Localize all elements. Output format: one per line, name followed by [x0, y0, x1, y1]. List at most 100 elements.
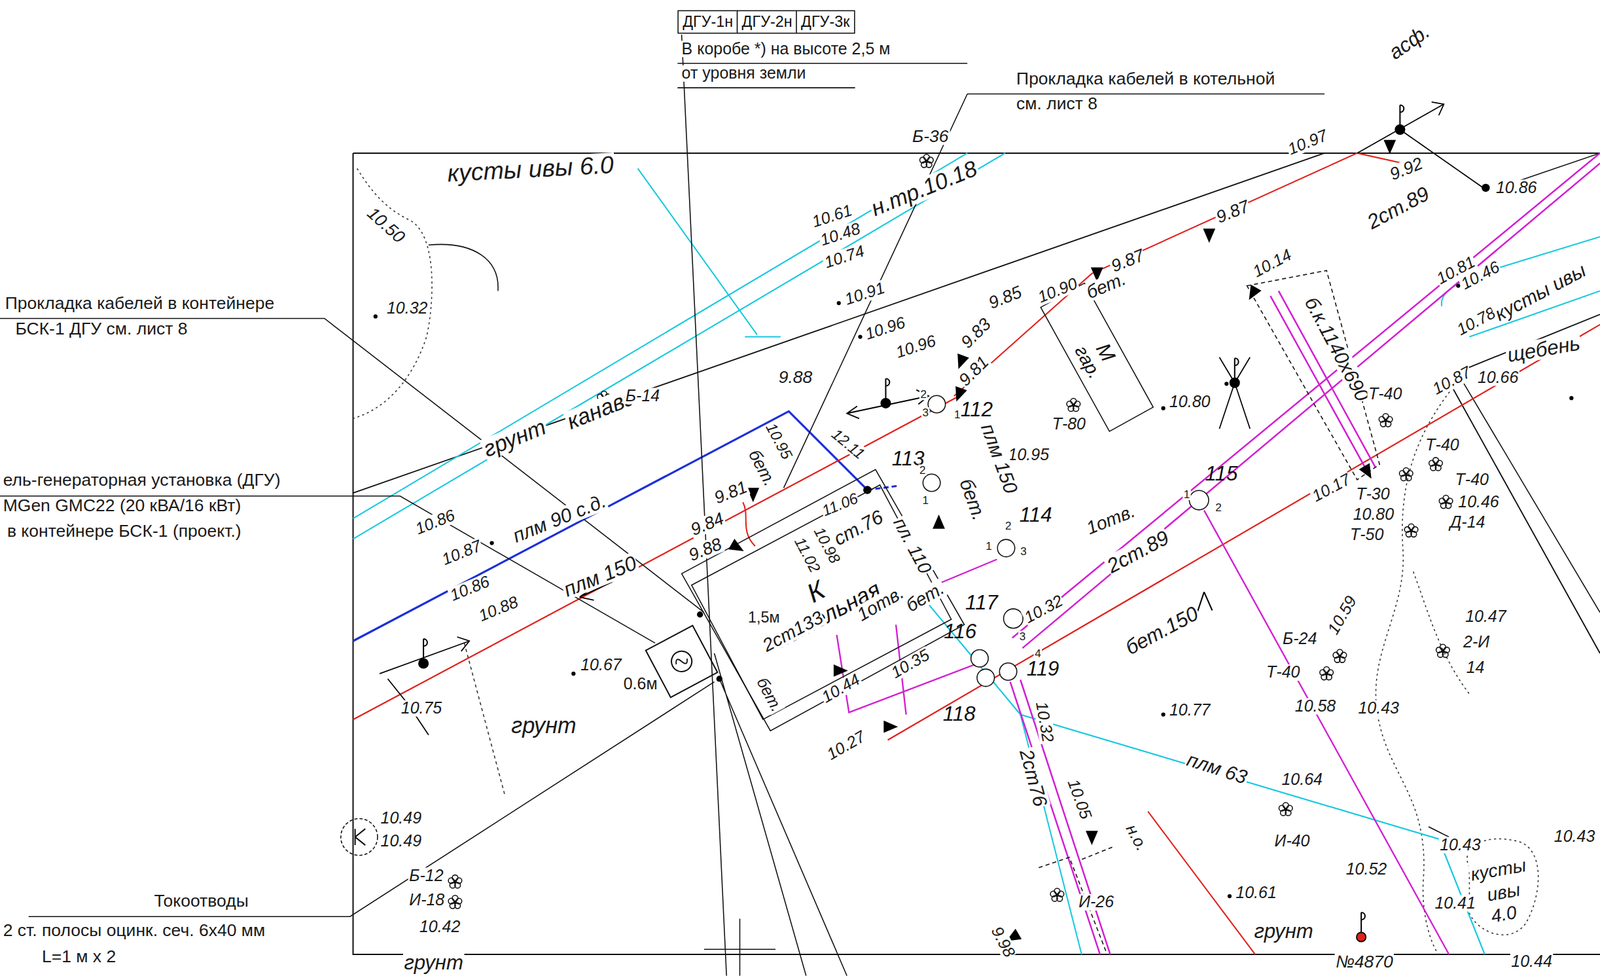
- map-label: 10.95: [1007, 446, 1051, 464]
- map-label: Т-30: [1355, 485, 1391, 502]
- map-label: 10.44: [818, 670, 864, 707]
- map-label: 10.87: [439, 537, 485, 569]
- map-label: щебень: [1504, 331, 1583, 366]
- pipe-node: [863, 485, 872, 494]
- callout-text: 4: [1033, 647, 1043, 659]
- well-circle: 112: [927, 394, 946, 413]
- callout-text: 2: [918, 463, 927, 476]
- flow-triangle: [833, 664, 849, 677]
- ditch-edge: [353, 153, 1006, 539]
- map-label: 10.14: [1249, 246, 1296, 281]
- map-label: Т-80: [1050, 416, 1087, 433]
- map-label: №4870: [1334, 952, 1395, 971]
- map-label: 10.50: [363, 203, 409, 247]
- flow-triangle: [728, 538, 747, 557]
- tree-symbol: [448, 895, 463, 909]
- map-label: 10.87: [1429, 363, 1476, 398]
- map-label: н.тр.10.18: [867, 157, 981, 221]
- tree-symbol: [1050, 888, 1065, 902]
- boundary-dotted: [1375, 379, 1459, 955]
- callout-text: 1: [984, 540, 994, 552]
- callout-text: 3: [1018, 630, 1027, 642]
- tree-symbol: [1066, 397, 1081, 411]
- callout-text: 1: [1182, 488, 1192, 500]
- flow-triangle: [883, 720, 898, 733]
- node-text: 117: [965, 591, 998, 612]
- map-label: 10.80: [1168, 393, 1212, 411]
- pipe-2st89: [1270, 290, 1376, 472]
- map-label: Д-14: [1448, 514, 1487, 531]
- map-label: 10.27: [823, 727, 869, 764]
- map-label: 10.32: [385, 299, 429, 317]
- tree-symbol: [448, 874, 463, 889]
- callout-text: ель-генераторная установка (ДГУ): [1, 471, 282, 489]
- pipe-plm90: [867, 485, 898, 490]
- node-text: 118: [942, 702, 976, 724]
- pipe-magenta: [1204, 510, 1449, 955]
- map-label: плм 90 с.д.: [509, 490, 610, 546]
- map-label: 10.86: [412, 506, 459, 538]
- callout-text: 1: [952, 408, 962, 421]
- map-label: Т-40: [1367, 385, 1403, 402]
- road-edge: [1446, 377, 1600, 654]
- node-text: ДГУ-1н: [682, 12, 733, 31]
- map-label: 10.52: [1344, 861, 1388, 878]
- callout-text: L=1 м х 2: [40, 948, 117, 966]
- pipe-bet150: [888, 324, 1600, 741]
- map-label: 10.91: [842, 279, 889, 309]
- map-label: 10.44: [1510, 952, 1554, 970]
- map-label: 2ст.89: [1363, 182, 1434, 233]
- map-label: 10.49: [379, 810, 423, 827]
- pole-symbol: [418, 638, 428, 668]
- leader-line: [0, 318, 705, 613]
- map-label: 10.05: [1064, 776, 1095, 822]
- map-label: 1отв.: [1083, 501, 1139, 538]
- node-text: 114: [1019, 503, 1053, 525]
- flow-triangle: [1085, 830, 1099, 845]
- callout-text: MGen GMC22 (20 кВА/16 кВт): [1, 496, 243, 515]
- callout-text: 3: [1019, 545, 1029, 557]
- flow-triangle: [932, 514, 945, 529]
- map-label: 4.0: [1488, 902, 1519, 926]
- callout-text: см. лист 8: [1015, 94, 1099, 113]
- map-label: 10.64: [1280, 771, 1324, 788]
- well-circle: 119: [999, 662, 1018, 681]
- well-circle: 118: [976, 668, 995, 687]
- pole-symbol: [1356, 912, 1366, 942]
- pole-arrow: [379, 636, 470, 735]
- pipe-plm63: [918, 591, 1485, 955]
- map-label: 10.43: [1357, 700, 1401, 717]
- map-label: 9.87: [1107, 246, 1148, 276]
- map-label: 10.86: [446, 572, 493, 605]
- tree-symbol: [1278, 802, 1293, 816]
- map-label: 10.17: [1308, 470, 1355, 506]
- callout-text: БСК-1 ДГУ см. лист 8: [14, 320, 189, 339]
- boundary-dotted: [1413, 571, 1470, 694]
- map-label: Б-12: [408, 867, 445, 884]
- tree-symbol: [1399, 467, 1413, 481]
- pipe-plm150: [353, 395, 960, 720]
- map-label: 10.80: [1351, 505, 1396, 523]
- map-label: Т-40: [1424, 436, 1460, 453]
- node-text: 119: [1026, 658, 1060, 679]
- table-cell: ДГУ-1н: [677, 10, 739, 34]
- map-label: 10.46: [1457, 494, 1501, 511]
- tree-symbol: [1333, 649, 1347, 663]
- map-label: Т-40: [1454, 471, 1490, 488]
- map-label: грунт: [510, 714, 578, 737]
- pole-arrow: [846, 390, 929, 419]
- leader-line: [783, 93, 1325, 488]
- flow-arrow: [1428, 826, 1449, 837]
- pipe-red: [1147, 811, 1256, 955]
- callout-text: от уровня земли: [680, 65, 807, 82]
- map-label: 14: [1465, 658, 1486, 676]
- pole-arrow: [1219, 357, 1250, 429]
- road-edge: [353, 153, 1325, 493]
- boundary-dotted: [353, 168, 433, 419]
- callout-text: Токоотводы: [153, 891, 250, 910]
- map-label: 10.88: [475, 593, 522, 625]
- map-label: 9.98: [987, 922, 1018, 960]
- map-label: 2-И: [1461, 633, 1491, 650]
- map-label: 10.86: [1494, 179, 1538, 196]
